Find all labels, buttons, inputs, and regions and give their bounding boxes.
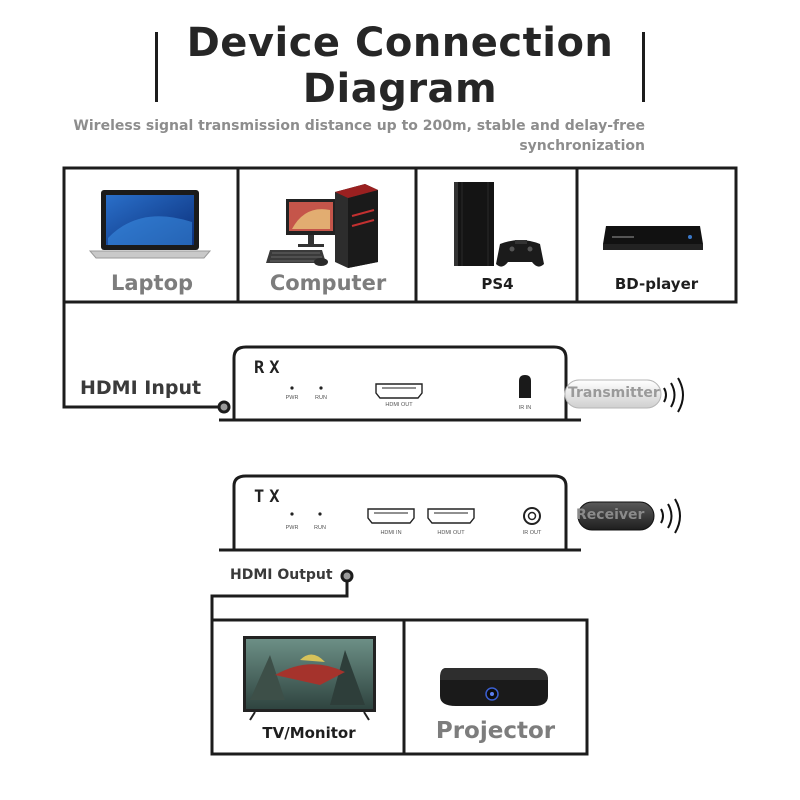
page-subtitle: Wireless signal transmission distance up…	[73, 118, 645, 154]
projector-icon	[440, 668, 548, 706]
source-label-ps4: PS4	[481, 275, 514, 293]
page-title: Device Connection Diagram	[186, 20, 614, 112]
rx-ir-in-label: IR IN	[518, 405, 532, 411]
tx-run-label: RUN	[314, 525, 326, 531]
sources-table	[62, 166, 738, 304]
source-label-computer: Computer	[269, 271, 387, 295]
tx-device-name: TX	[254, 487, 285, 507]
rx-pwr-label: PWR	[285, 395, 299, 401]
tx-hdmi-in-label: HDMI IN	[380, 530, 402, 536]
outputs-table	[210, 618, 589, 756]
tv-monitor-icon	[243, 636, 376, 721]
receiver-dongle	[577, 501, 655, 531]
rx-device	[219, 345, 581, 422]
rx-hdmi-out-label: HDMI OUT	[385, 402, 413, 408]
transmitter-dongle	[564, 379, 662, 409]
receiver-label: Receiver	[576, 507, 645, 523]
tx-output-jack	[340, 569, 354, 583]
tx-ir-out-label: IR OUT	[522, 530, 542, 536]
hdmi-output-label: HDMI Output	[230, 567, 333, 583]
title-left-bar	[155, 32, 158, 102]
hdmi-input-cable	[62, 302, 224, 409]
output-label-projector: Projector	[435, 718, 556, 744]
tx-pwr-label: PWR	[285, 525, 299, 531]
hdmi-input-label: HDMI Input	[80, 377, 202, 399]
output-label-tv-monitor: TV/Monitor	[262, 724, 356, 742]
rx-input-jack	[217, 400, 231, 414]
transmitter-label: Transmitter	[568, 385, 660, 401]
tx-wireless-waves	[660, 498, 681, 534]
hdmi-output-cable	[210, 581, 349, 620]
rx-run-label: RUN	[315, 395, 327, 401]
bluray-player-icon	[603, 226, 703, 250]
rx-device-name: RX	[254, 358, 285, 378]
source-label-laptop: Laptop	[110, 271, 194, 295]
rx-wireless-waves	[663, 377, 684, 413]
laptop-icon	[88, 190, 212, 259]
ps4-console-icon	[454, 182, 544, 267]
desktop-computer-icon	[266, 184, 378, 268]
tx-device	[219, 474, 581, 552]
source-label-bd-player: BD-player	[614, 275, 699, 293]
tx-hdmi-out-label: HDMI OUT	[437, 530, 465, 536]
title-right-bar	[642, 32, 645, 102]
